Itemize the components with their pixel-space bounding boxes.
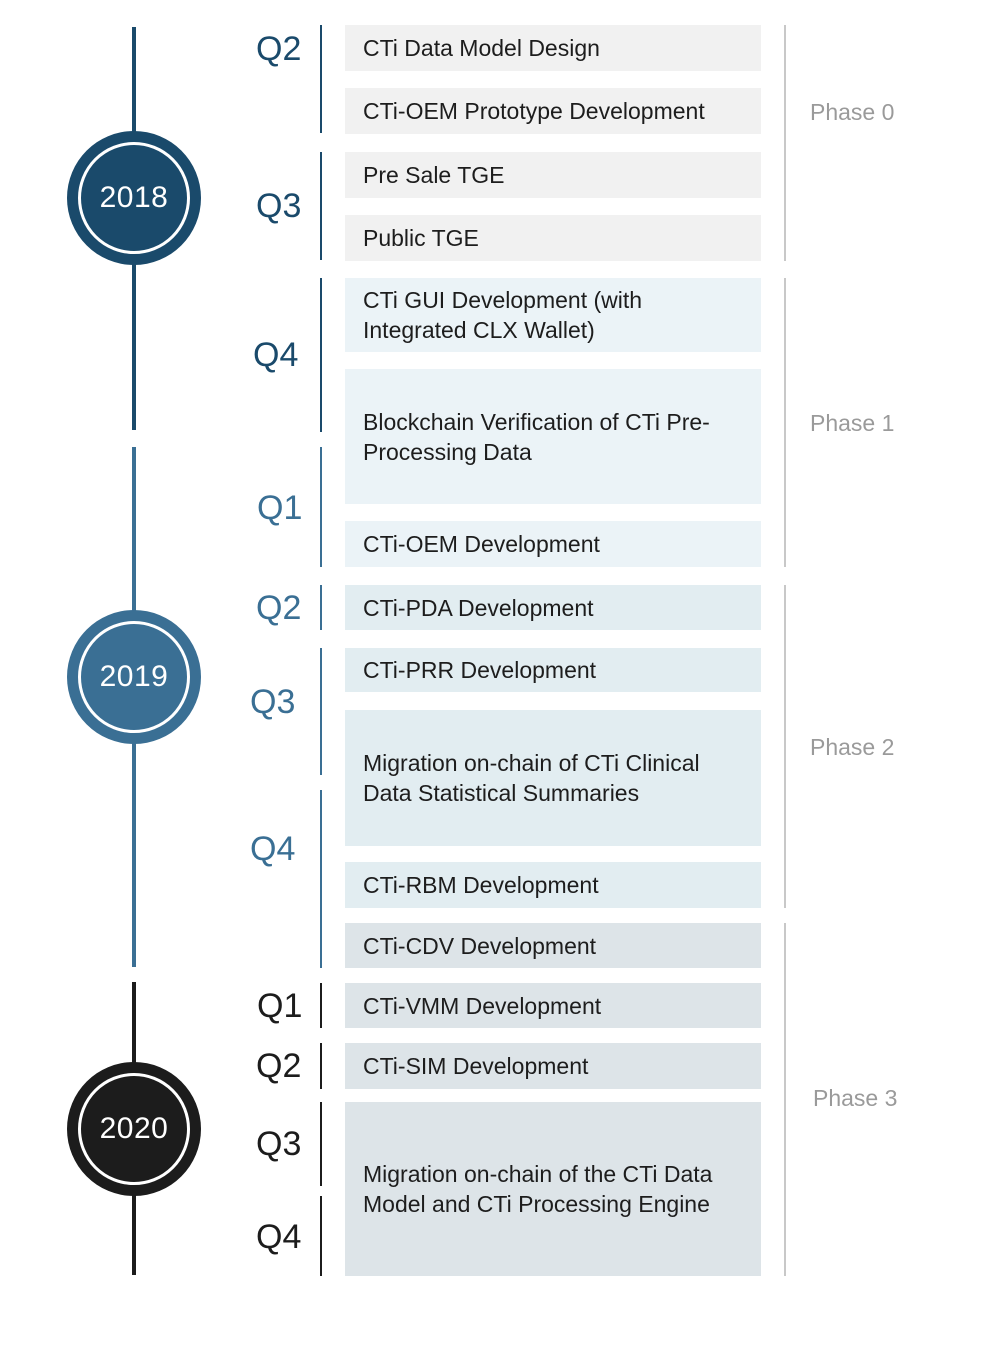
phase-line-3 <box>784 923 786 1276</box>
quarter-label-2019-q3: Q3 <box>250 683 296 721</box>
phase-line-1 <box>784 278 786 567</box>
quarter-label-2018-q2: Q2 <box>256 30 302 68</box>
year-marker-2018: 2018 <box>67 131 201 265</box>
task-box: Blockchain Verification of CTi Pre-Proce… <box>345 369 761 504</box>
task-box: CTi Data Model Design <box>345 25 761 71</box>
quarter-label-2020-q1: Q1 <box>257 987 303 1025</box>
quarter-line <box>320 648 322 775</box>
phase-label-0: Phase 0 <box>810 99 895 125</box>
task-box: CTi-OEM Development <box>345 521 761 567</box>
phase-label-2: Phase 2 <box>810 734 895 760</box>
task-box: CTi-SIM Development <box>345 1043 761 1089</box>
task-box: CTi-OEM Prototype Development <box>345 88 761 134</box>
quarter-line <box>320 585 322 630</box>
phase-label-1: Phase 1 <box>810 410 895 436</box>
quarter-line <box>320 1102 322 1186</box>
quarter-line <box>320 152 322 260</box>
quarter-label-2018-q4: Q4 <box>253 336 299 374</box>
quarter-line <box>320 790 322 968</box>
year-label-2019: 2019 <box>78 621 190 733</box>
quarter-label-2020-q2: Q2 <box>256 1047 302 1085</box>
task-box: CTi-CDV Development <box>345 923 761 968</box>
year-marker-2020: 2020 <box>67 1062 201 1196</box>
phase-label-3: Phase 3 <box>813 1085 898 1111</box>
task-box: Pre Sale TGE <box>345 152 761 198</box>
task-box: CTi-VMM Development <box>345 983 761 1028</box>
quarter-line <box>320 447 322 567</box>
quarter-label-2020-q3: Q3 <box>256 1125 302 1163</box>
quarter-line <box>320 1043 322 1089</box>
phase-line-0 <box>784 25 786 261</box>
task-box: CTi-PRR Development <box>345 648 761 692</box>
quarter-line <box>320 983 322 1028</box>
task-box: Migration on-chain of the CTi Data Model… <box>345 1102 761 1276</box>
quarter-line <box>320 278 322 432</box>
year-label-2020: 2020 <box>78 1073 190 1185</box>
task-box: CTi-RBM Development <box>345 862 761 908</box>
quarter-line <box>320 1196 322 1276</box>
quarter-label-2020-q4: Q4 <box>256 1218 302 1256</box>
year-label-2018: 2018 <box>78 142 190 254</box>
task-box: CTi-PDA Development <box>345 585 761 630</box>
phase-line-2 <box>784 585 786 908</box>
quarter-label-2019-q2: Q2 <box>256 589 302 627</box>
year-marker-2019: 2019 <box>67 610 201 744</box>
quarter-label-2019-q1: Q1 <box>257 489 303 527</box>
task-box: Migration on-chain of CTi Clinical Data … <box>345 710 761 846</box>
quarter-label-2018-q3: Q3 <box>256 187 302 225</box>
task-box: CTi GUI Development (with Integrated CLX… <box>345 278 761 352</box>
task-box: Public TGE <box>345 215 761 261</box>
quarter-line <box>320 25 322 133</box>
quarter-label-2019-q4: Q4 <box>250 830 296 868</box>
